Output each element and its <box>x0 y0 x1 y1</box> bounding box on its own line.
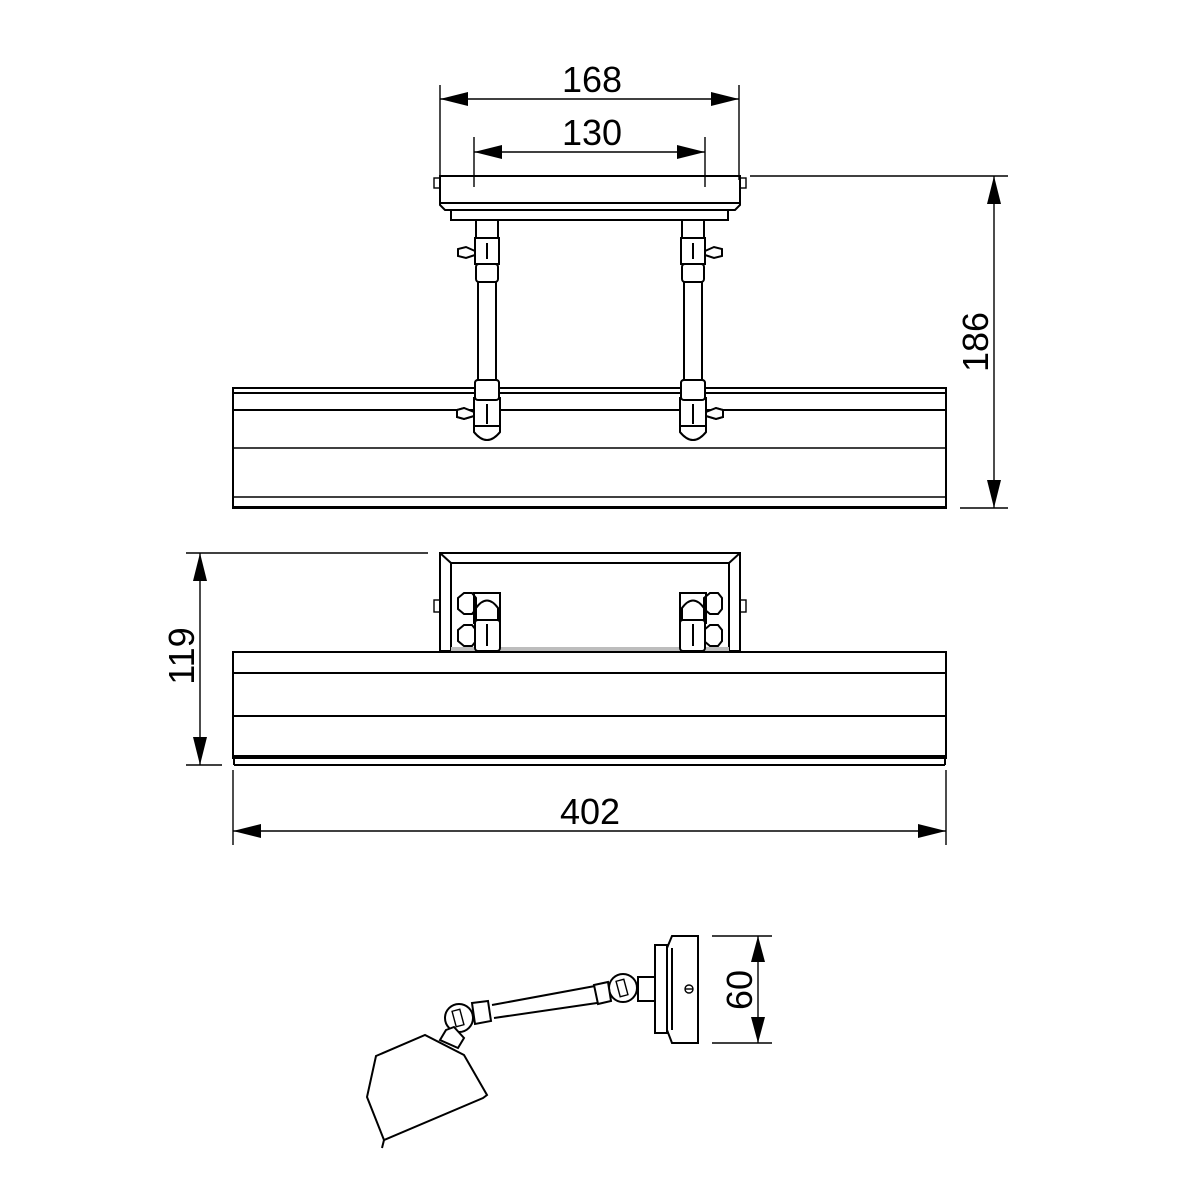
right-bracket <box>679 592 723 652</box>
dimension-label-60: 60 <box>719 970 760 1010</box>
dimension-186: 186 <box>750 175 1008 509</box>
left-bracket <box>457 592 501 652</box>
top-view: 168 130 <box>232 59 1008 509</box>
dimension-119: 119 <box>161 552 428 766</box>
side-canopy <box>637 935 699 1044</box>
front-view: 119 402 <box>161 552 947 845</box>
dimension-label-119: 119 <box>161 627 202 684</box>
dimension-label-168: 168 <box>562 59 622 100</box>
upper-joint <box>592 973 638 1006</box>
dimension-130: 130 <box>473 112 706 187</box>
side-view: 60 <box>365 935 772 1149</box>
lower-joint <box>438 999 493 1050</box>
dimension-label-186: 186 <box>955 312 996 372</box>
canopy <box>433 175 747 221</box>
dimension-60: 60 <box>712 935 772 1044</box>
shade-top-view <box>232 379 947 509</box>
dimension-402: 402 <box>232 770 947 845</box>
lamp-shade <box>365 1033 489 1149</box>
dimension-label-402: 402 <box>560 791 620 832</box>
dimension-168: 168 <box>439 59 740 180</box>
arm-rod <box>491 985 598 1019</box>
dimension-label-130: 130 <box>562 112 622 153</box>
shade-front-view <box>232 651 947 766</box>
